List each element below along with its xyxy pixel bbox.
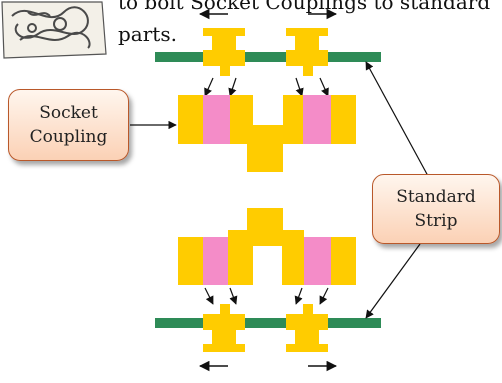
standard-strip-bottom bbox=[155, 318, 381, 328]
connector-arrow bbox=[204, 77, 214, 97]
connector-arrow bbox=[204, 287, 214, 305]
standard-strip-label-line1: Standard bbox=[396, 187, 476, 207]
bolt-bottom-right bbox=[286, 304, 328, 352]
socket-coupling-callout: Socket Coupling bbox=[8, 89, 129, 161]
connector-arrow bbox=[294, 287, 303, 305]
standard-strip-callout: Standard Strip bbox=[372, 174, 500, 244]
corner-ornament-icon bbox=[1, 1, 107, 59]
connector-arrow bbox=[228, 77, 237, 97]
standard-strip-leader-top bbox=[365, 61, 429, 177]
standard-strip-label-line2: Strip bbox=[414, 211, 458, 231]
socket-coupling-top bbox=[178, 95, 356, 172]
socket-coupling-bottom bbox=[178, 208, 356, 285]
bolt-top-left bbox=[203, 28, 245, 76]
text-line-2: parts. bbox=[118, 22, 177, 46]
bolt-top-right bbox=[286, 28, 328, 76]
connector-arrow bbox=[229, 287, 238, 305]
connector-arrow bbox=[319, 77, 329, 97]
standard-strip-leader-bottom bbox=[365, 243, 421, 319]
connector-arrow bbox=[319, 287, 329, 305]
connector-arrow bbox=[295, 77, 304, 97]
bolt-bottom-left bbox=[203, 304, 245, 352]
standard-strip-top bbox=[155, 52, 381, 62]
socket-coupling-label-line2: Coupling bbox=[29, 127, 108, 147]
socket-coupling-label-line1: Socket bbox=[39, 103, 98, 123]
